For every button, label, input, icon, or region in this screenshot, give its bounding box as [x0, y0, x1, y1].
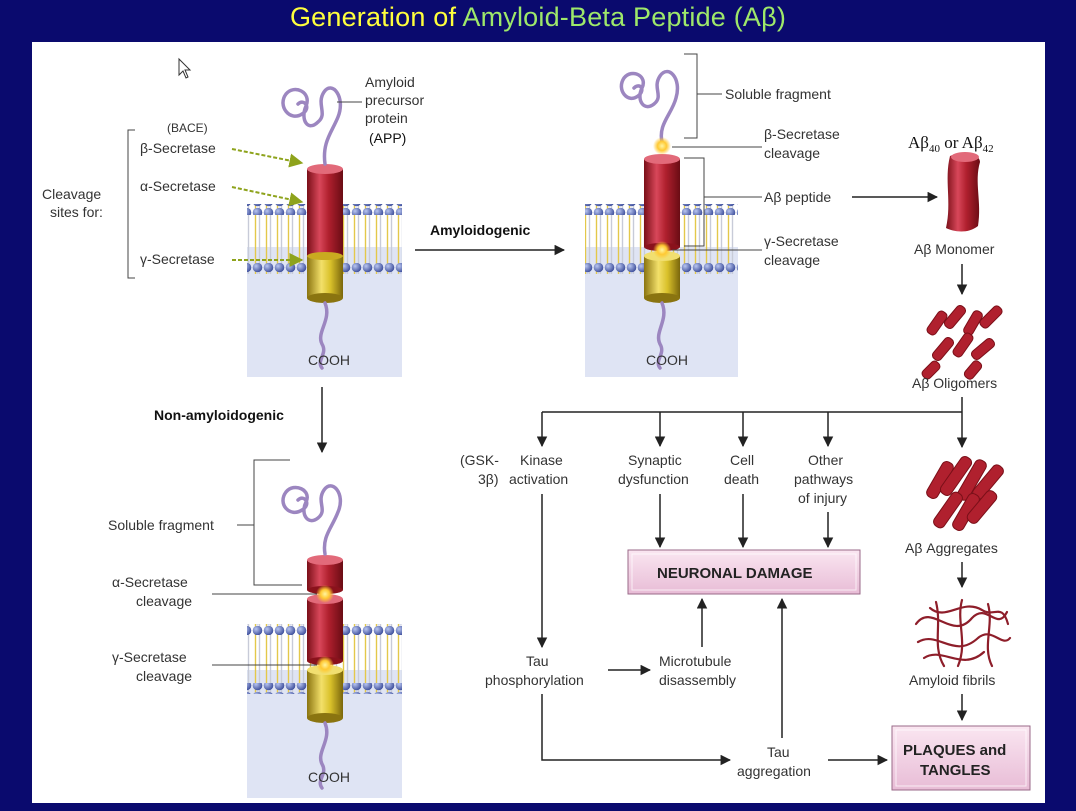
app-label-line1: Amyloid: [365, 74, 415, 90]
non-amylo-alpha-cleavage-line2: cleavage: [136, 593, 192, 609]
title-part1: Generation of: [289, 2, 463, 32]
app-cooh-label: COOH: [308, 352, 350, 368]
amyloidogenic-membrane-panel: [585, 69, 738, 377]
alpha-secretase-label: α-Secretase: [140, 178, 216, 194]
amylo-beta-cleavage-line2: cleavage: [764, 145, 820, 161]
app-n-terminus-icon: [281, 86, 343, 166]
kinase-label-line2: activation: [509, 471, 568, 487]
cleavage-sites-line2: sites for:: [50, 204, 103, 220]
app-membrane-panel: [247, 86, 402, 377]
non-amylo-cooh-label: COOH: [308, 769, 350, 785]
abeta-monomer-icon: [946, 152, 980, 232]
amylo-cooh-label: COOH: [646, 352, 688, 368]
non-amyloidogenic-membrane-panel: [247, 484, 402, 798]
tau-agg-label-line2: aggregation: [737, 763, 811, 779]
other-label-line3: of injury: [798, 490, 847, 506]
amyloidogenic-label: Amyloidogenic: [430, 222, 531, 238]
app-abbrev: (APP): [369, 130, 406, 146]
tau-phos-label-line2: phosphorylation: [485, 672, 584, 688]
app-label-line3: protein: [365, 110, 408, 126]
microtubule-label-line1: Microtubule: [659, 653, 732, 669]
abeta-oligomers-label: Aβ Oligomers: [912, 375, 997, 391]
microtubule-label-line2: disassembly: [659, 672, 736, 688]
page-title: Generation of Amyloid-Beta Peptide (Aβ): [0, 2, 1076, 33]
plaques-label-line2: TANGLES: [920, 762, 991, 779]
tau-phos-label-line1: Tau: [526, 653, 549, 669]
gsk-label-line2: 3β): [478, 471, 499, 487]
amyloid-fibrils-icon: [914, 598, 1012, 668]
other-label-line2: pathways: [794, 471, 853, 487]
non-amylo-alpha-cleavage-line1: α-Secretase: [112, 574, 188, 590]
non-amyloidogenic-label: Non-amyloidogenic: [154, 407, 284, 423]
app-c-terminus-icon: [318, 301, 329, 370]
tau-agg-label-line1: Tau: [767, 744, 790, 760]
cleavage-sites-line1: Cleavage: [42, 186, 101, 202]
amylo-soluble-fragment-label: Soluble fragment: [725, 86, 831, 102]
ab-forms-label: Aβ40 or Aβ42: [908, 133, 994, 155]
gamma-secretase-label: γ-Secretase: [140, 251, 215, 267]
amylo-beta-cleavage-line1: β-Secretase: [764, 126, 840, 142]
bace-label: (BACE): [167, 121, 208, 135]
mouse-cursor-icon: [178, 57, 192, 79]
plaques-label-line1: PLAQUES and: [903, 742, 1006, 759]
non-amylo-soluble-fragment-label: Soluble fragment: [108, 517, 214, 533]
app-label-line2: precursor: [365, 92, 424, 108]
abeta-peptide-label: Aβ peptide: [764, 189, 831, 205]
gsk-label-line1: (GSK-: [460, 452, 499, 468]
diagram-svg: Amyloid precursor protein (APP) (BACE) β…: [42, 53, 1031, 798]
amylo-gamma-cleavage-line2: cleavage: [764, 252, 820, 268]
soluble-fragment-icon: [619, 69, 680, 144]
neuronal-damage-box: NEURONAL DAMAGE: [627, 549, 861, 595]
cell-death-label-line2: death: [724, 471, 759, 487]
abeta-oligomers-icon: [921, 304, 1003, 380]
amylo-gamma-cleavage-line1: γ-Secretase: [764, 233, 839, 249]
other-label-line1: Other: [808, 452, 843, 468]
abeta-aggregates-label: Aβ Aggregates: [905, 540, 998, 556]
non-amylo-gamma-cleavage-line2: cleavage: [136, 668, 192, 684]
neuronal-damage-label: NEURONAL DAMAGE: [657, 565, 813, 582]
abeta-monomer-label: Aβ Monomer: [914, 241, 995, 257]
diagram-canvas: Amyloid precursor protein (APP) (BACE) β…: [32, 42, 1045, 803]
title-part2: Amyloid-Beta Peptide (Aβ): [462, 2, 787, 32]
amyloid-fibrils-label: Amyloid fibrils: [909, 672, 995, 688]
plaques-tangles-box: PLAQUES and TANGLES: [891, 725, 1031, 791]
synaptic-label-line2: dysfunction: [618, 471, 689, 487]
kinase-label-line1: Kinase: [520, 452, 563, 468]
synaptic-label-line1: Synaptic: [628, 452, 682, 468]
abeta-aggregates-icon: [926, 456, 1004, 531]
non-amylo-gamma-cleavage-line1: γ-Secretase: [112, 649, 187, 665]
cell-death-label-line1: Cell: [730, 452, 754, 468]
beta-secretase-label: β-Secretase: [140, 140, 216, 156]
